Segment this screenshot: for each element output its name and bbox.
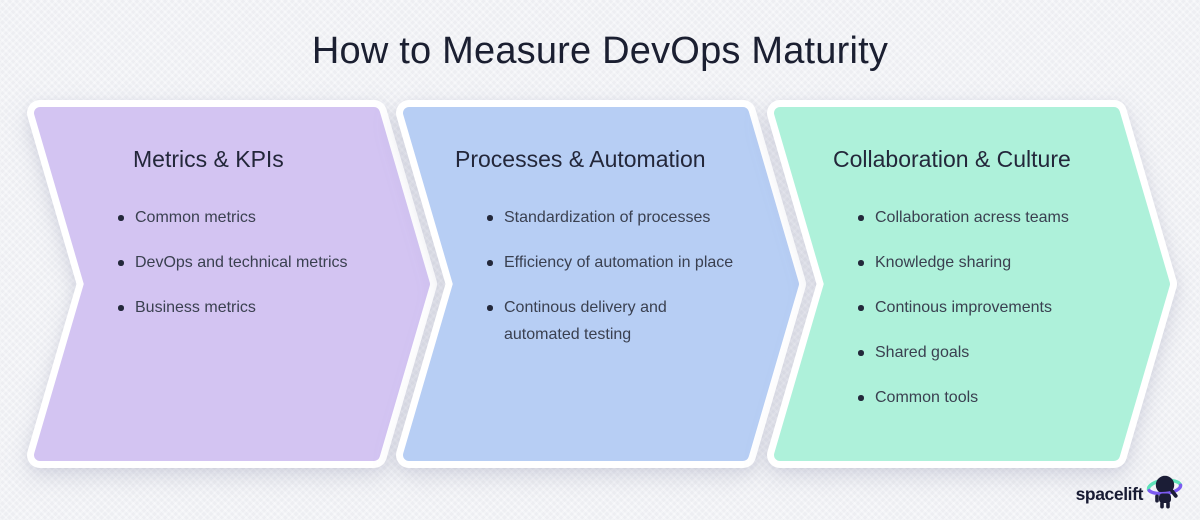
bullet-item: Knowledge sharing [857,249,1119,276]
bullet-item: DevOps and technical metrics [117,249,379,276]
chevron-arrow-shape [767,100,1177,468]
bullet-item: Collaboration acress teams [857,204,1119,231]
page-title: How to Measure DevOps Maturity [311,30,889,72]
bullet-item: Standardization of processes [486,204,748,231]
chevron-arrow-shape [396,100,806,468]
astronaut-saturn-mascot-icon [1146,475,1183,509]
bullet-item: Common tools [857,384,1119,411]
chevron-collaboration-culture: Collaboration & Culture Collaboration ac… [767,100,1177,468]
bullet-item: Continous improvements [857,294,1119,321]
bullet-item: Efficiency of automation in place [486,249,748,276]
bullet-list: Common metrics DevOps and technical metr… [117,204,424,321]
chevron-arrow-shape [27,100,437,468]
bullet-list: Collaboration acress teams Knowledge sha… [857,204,1164,411]
column-heading: Collaboration & Culture [833,146,1071,172]
bullet-item: Continous delivery and automated testing [486,294,748,348]
chevron-metrics-kpis: Metrics & KPIs Common metrics DevOps and… [27,100,437,468]
bullet-list: Standardization of processes Efficiency … [486,204,793,348]
column-heading: Metrics & KPIs [133,146,284,172]
spacelift-logo-text: spacelift [1075,483,1144,504]
bullet-item: Shared goals [857,339,1119,366]
column-heading: Processes & Automation [455,146,706,172]
chevron-processes-automation: Processes & Automation Standardization o… [396,100,806,468]
bullet-item: Business metrics [117,294,379,321]
spacelift-logo: spacelift [1076,472,1184,509]
bullet-item: Common metrics [117,204,379,231]
